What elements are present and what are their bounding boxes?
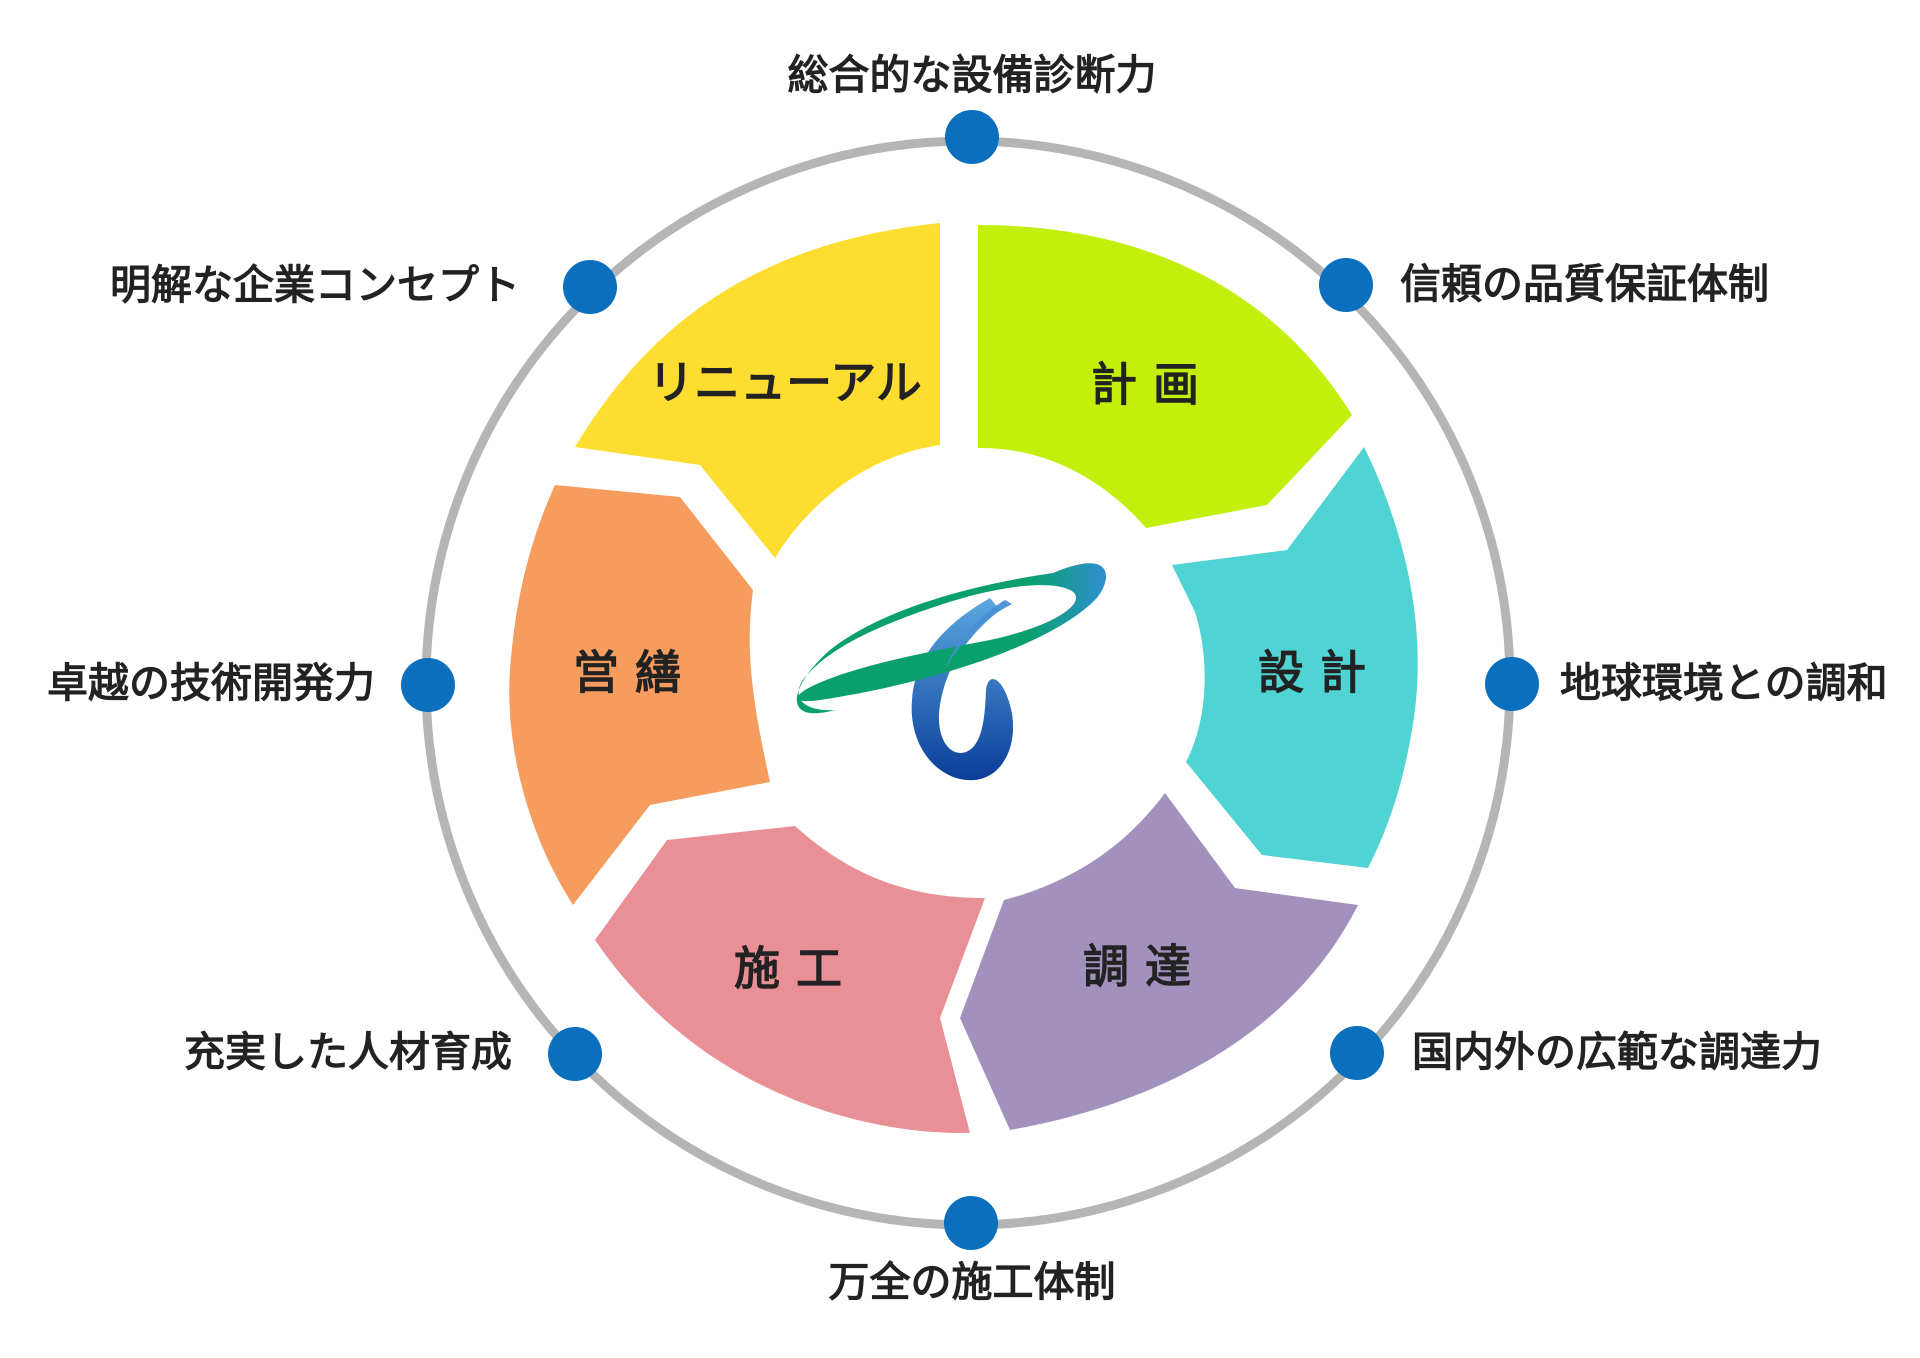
point-label-corporate-concept: 明解な企業コンセプト [110,261,520,309]
segment-labels: 計 画 設 計 調 達 施 工 営 繕 リニューアル [573,356,1366,996]
company-logo-icon [796,563,1106,781]
point-dot-environment-harmony [1485,657,1539,711]
segment-label-sekkei: 設 計 [1258,646,1366,700]
point-dot-total-diagnosis [945,110,999,164]
point-dot-quality-assurance [1319,258,1373,312]
outer-dots [401,110,1539,1250]
segments-layer [509,223,1418,1134]
segment-label-renewal: リニューアル [648,356,922,410]
point-dot-procurement [1330,1026,1384,1080]
point-label-technical-development: 卓越の技術開発力 [47,659,375,707]
segment-sekkei [1172,447,1418,868]
segment-sekou [595,826,985,1134]
segment-keikaku [978,225,1352,528]
logo-green-swoosh [796,563,1106,714]
point-label-hr-development: 充実した人材育成 [184,1028,512,1076]
segment-label-eizen: 営 繕 [573,646,681,700]
point-dot-construction-system [944,1196,998,1250]
segment-label-choutatsu: 調 達 [1083,940,1191,994]
point-label-procurement: 国内外の広範な調達力 [1412,1028,1822,1076]
point-dot-corporate-concept [563,260,617,314]
outer-labels: 総合的な設備診断力 信頼の品質保証体制 地球環境との調和 国内外の広範な調達力 … [47,51,1888,1306]
point-label-quality-assurance: 信頼の品質保証体制 [1400,260,1769,308]
segment-label-keikaku: 計 画 [1091,358,1199,412]
segment-renewal [575,223,940,558]
segment-choutatsu [960,793,1358,1130]
segment-eizen [509,485,770,905]
point-dot-technical-development [401,658,455,712]
logo-blue-stroke [911,598,1014,781]
point-label-construction-system: 万全の施工体制 [829,1258,1116,1306]
point-label-total-diagnosis: 総合的な設備診断力 [788,51,1157,99]
point-label-environment-harmony: 地球環境との調和 [1560,659,1888,707]
point-dot-hr-development [548,1027,602,1081]
logo-blue-swash [945,600,1012,670]
segment-label-sekou: 施 工 [734,942,842,996]
